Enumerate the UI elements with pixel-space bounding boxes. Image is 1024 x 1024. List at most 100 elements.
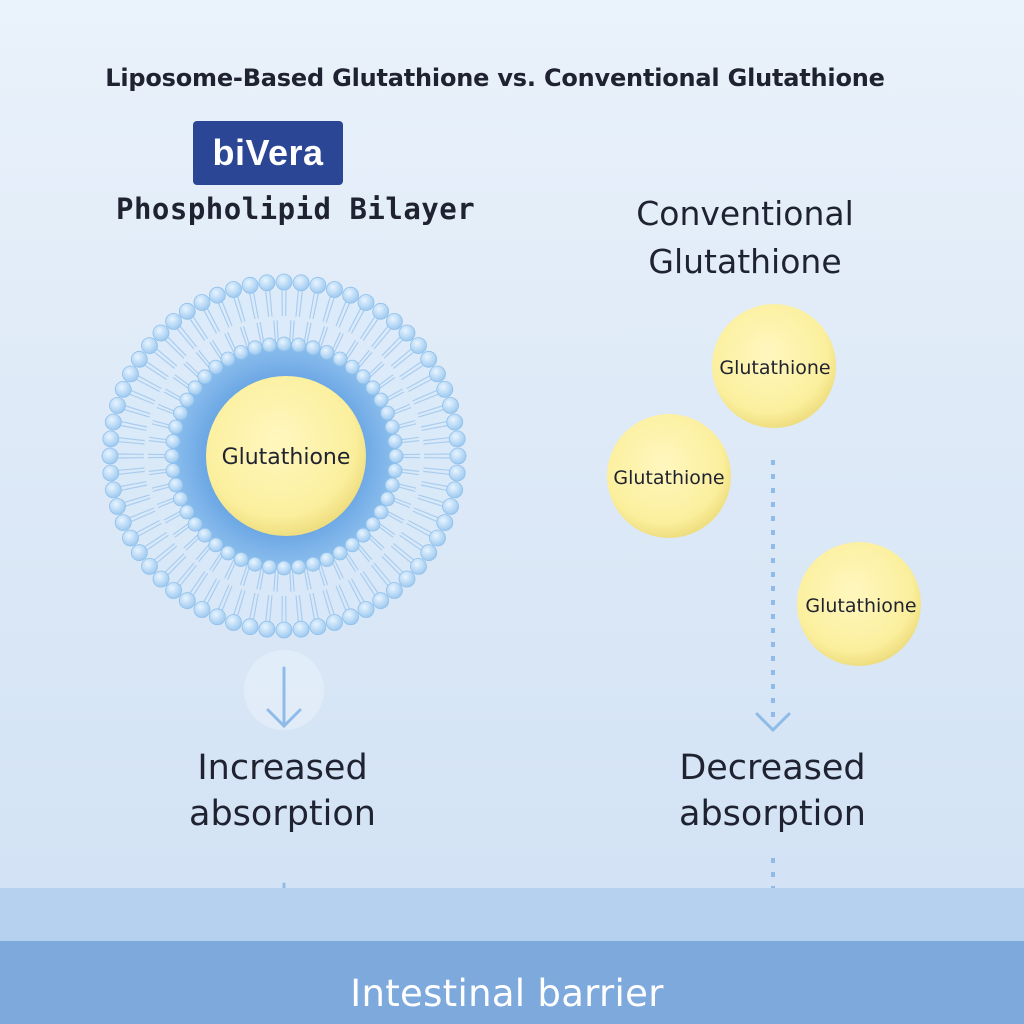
phospholipid-head xyxy=(373,504,389,520)
phospholipid-tail xyxy=(146,361,169,378)
phospholipid-head xyxy=(109,498,126,515)
phospholipid-tail xyxy=(154,543,176,561)
phospholipid-tail xyxy=(265,290,270,317)
decreased-line-1: Decreased xyxy=(679,748,866,788)
phospholipid-tail xyxy=(359,316,376,340)
phospholipid-tail xyxy=(423,441,450,445)
phospholipid-head xyxy=(309,276,327,294)
phospholipid-tail xyxy=(291,320,295,343)
phospholipid-head xyxy=(141,337,158,355)
phospholipid-tail xyxy=(381,555,401,576)
phospholipid-tail xyxy=(121,421,148,428)
phospholipid-tail xyxy=(273,569,277,592)
phospholipid-head xyxy=(357,294,375,311)
phospholipid-tail xyxy=(144,531,168,548)
liposome-core-label: Glutathione xyxy=(222,445,351,470)
phospholipid-tail xyxy=(289,320,292,343)
phospholipid-tail xyxy=(265,595,270,622)
phospholipid-tail xyxy=(367,532,385,549)
phospholipid-head xyxy=(449,447,467,465)
phospholipid-tail xyxy=(383,553,404,573)
phospholipid-head xyxy=(344,537,360,553)
phospholipid-tail xyxy=(120,425,147,431)
phospholipid-tail xyxy=(138,522,162,537)
phospholipid-tail xyxy=(221,301,233,327)
phospholipid-tail xyxy=(306,322,312,345)
phospholipid-head xyxy=(429,529,446,547)
conventional-molecule-1: Glutathione xyxy=(712,304,836,428)
phospholipid-tail xyxy=(146,534,169,551)
intestinal-lumen-band xyxy=(0,888,1024,943)
phospholipid-tail xyxy=(347,580,362,604)
phospholipid-tail xyxy=(392,543,414,561)
phospholipid-tail xyxy=(412,510,437,522)
phospholipid-tail xyxy=(154,351,176,369)
phospholipid-head xyxy=(178,592,196,610)
phospholipid-tail xyxy=(298,595,303,622)
phospholipid-tail xyxy=(131,390,156,402)
phospholipid-tail xyxy=(138,375,162,390)
outer-leaflet-heads xyxy=(101,273,467,639)
phospholipid-tail xyxy=(218,584,230,609)
phospholipid-tail xyxy=(176,562,195,584)
phospholipid-head xyxy=(372,302,390,320)
phospholipid-tail xyxy=(319,327,329,349)
inner-leaflet-heads xyxy=(164,336,404,576)
phospholipid-head xyxy=(178,302,196,320)
phospholipid-tail xyxy=(418,494,444,503)
phospholipid-head xyxy=(258,274,276,292)
phospholipid-head xyxy=(442,397,459,414)
phospholipid-head xyxy=(410,558,427,575)
phospholipid-head xyxy=(291,559,307,575)
phospholipid-head xyxy=(193,601,211,618)
phospholipid-head xyxy=(292,274,310,292)
molecule-label: Glutathione xyxy=(613,467,724,489)
page-title: Liposome-Based Glutathione vs. Conventio… xyxy=(105,64,885,92)
phospholipid-tail xyxy=(291,569,295,592)
phospholipid-tail xyxy=(164,553,185,573)
phospholipid-tail xyxy=(319,563,329,585)
phospholipid-tail xyxy=(125,497,151,507)
phospholipid-tail xyxy=(209,341,223,361)
phospholipid-tail xyxy=(373,328,392,350)
phospholipid-head xyxy=(446,481,464,499)
phospholipid-tail xyxy=(357,351,373,370)
phospholipid-head xyxy=(130,544,148,562)
liposome-glutathione-core xyxy=(206,376,366,536)
phospholipid-tail xyxy=(269,290,273,317)
phospholipid-head xyxy=(122,365,139,383)
phospholipid-tail xyxy=(423,470,450,475)
phospholipid-head xyxy=(208,286,226,304)
conventional-title-line-1: Conventional xyxy=(636,194,854,233)
phospholipid-head xyxy=(357,601,375,618)
phospholipid-tail xyxy=(417,497,443,507)
phospholipid-tail xyxy=(183,363,201,380)
conventional-title-line-2: Glutathione xyxy=(648,242,842,281)
phospholipid-head xyxy=(344,359,360,375)
phospholipid-head xyxy=(197,527,213,543)
phospholipid-head xyxy=(247,556,263,572)
phospholipid-tail xyxy=(390,545,412,564)
phospholipid-head xyxy=(448,464,466,482)
phospholipid-head xyxy=(220,351,236,367)
phospholipid-tail xyxy=(312,592,319,619)
phospholipid-head xyxy=(258,620,276,638)
phospholipid-head xyxy=(168,477,184,493)
phospholipid-tail xyxy=(120,481,147,487)
phospholipid-tail xyxy=(206,308,221,332)
phospholipid-tail xyxy=(156,545,178,564)
phospholipid-head xyxy=(168,419,184,435)
conventional-molecule-2: Glutathione xyxy=(607,414,731,538)
glutathione-molecule xyxy=(797,542,921,666)
phospholipid-tail xyxy=(118,467,145,471)
phospholipid-head xyxy=(385,313,403,330)
phospholipid-tail xyxy=(298,290,303,317)
phospholipid-head xyxy=(165,433,181,449)
phospholipid-head xyxy=(208,608,226,626)
phospholipid-tail xyxy=(362,318,379,341)
phospholipid-head xyxy=(104,413,122,431)
glutathione-molecule xyxy=(607,414,731,538)
phospholipid-tail xyxy=(249,293,256,320)
phospholipid-tail xyxy=(371,564,389,586)
phospholipid-tail xyxy=(383,339,404,359)
